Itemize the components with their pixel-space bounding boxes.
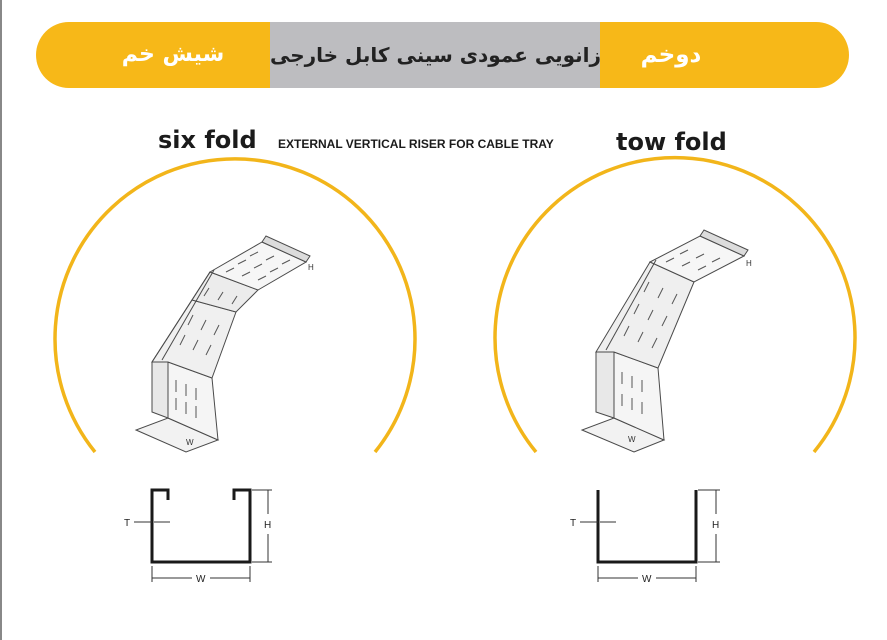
banner-center-label: زانویی عمودی سینی کابل خارجی — [270, 43, 602, 67]
left-tray-width-mark: W — [186, 438, 194, 447]
six-fold-heading: six fold — [158, 126, 257, 154]
six-fold-riser-drawing-icon: W H — [134, 235, 314, 453]
left-yellow-arc — [53, 157, 417, 454]
two-fold-riser-drawing-icon: W H — [580, 229, 752, 453]
right-tray-height-mark: H — [746, 259, 752, 268]
two-fold-cross-section: T H W — [570, 489, 720, 585]
banner-center-panel — [270, 22, 600, 88]
right-width-label: W — [642, 574, 652, 585]
left-width-label: W — [196, 574, 206, 585]
right-height-label: H — [712, 520, 719, 531]
title-banner: شیش خم زانویی عمودی سینی کابل خارجی دوخم — [36, 22, 849, 88]
tow-fold-heading: tow fold — [616, 128, 727, 156]
right-thickness-label: T — [570, 518, 576, 529]
banner-left-label: شیش خم — [121, 42, 225, 67]
right-yellow-arc — [493, 155, 857, 454]
left-thickness-label: T — [124, 518, 130, 529]
banner-right-label: دوخم — [640, 42, 702, 68]
left-frame-edge — [0, 0, 2, 640]
left-tray-height-mark: H — [308, 263, 314, 272]
product-subtitle: EXTERNAL VERTICAL RISER FOR CABLE TRAY — [278, 137, 554, 151]
six-fold-cross-section: T H W — [124, 488, 272, 585]
left-height-label: H — [264, 520, 271, 531]
right-tray-width-mark: W — [628, 435, 636, 444]
